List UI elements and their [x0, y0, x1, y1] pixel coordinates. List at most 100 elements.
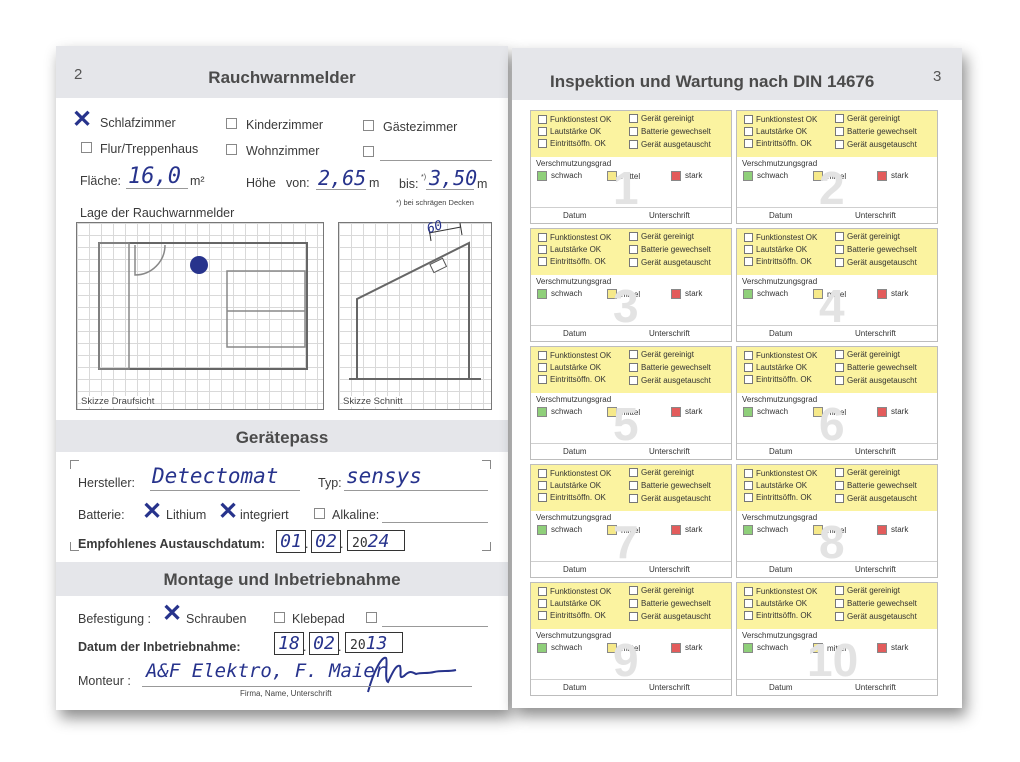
check-functional-test[interactable]: Funktionstest OK — [538, 351, 611, 360]
check-device-replaced[interactable]: Gerät ausgetauscht — [835, 494, 917, 503]
check-functional-test[interactable]: Funktionstest OK — [744, 233, 817, 242]
level-light-checkbox[interactable] — [537, 643, 547, 653]
inspection-card[interactable]: Funktionstest OK Lautstärke OK Eintrittsöf… — [736, 582, 938, 696]
level-heavy-checkbox[interactable] — [671, 407, 681, 417]
check-volume[interactable]: Lautstärke OK — [538, 481, 601, 490]
room-checkbox[interactable] — [363, 120, 374, 131]
check-volume[interactable]: Lautstärke OK — [744, 599, 807, 608]
check-functional-test[interactable]: Funktionstest OK — [538, 233, 611, 242]
check-battery-changed[interactable]: Batterie gewechselt — [835, 127, 917, 136]
check-device-replaced[interactable]: Gerät ausgetauscht — [629, 140, 711, 149]
check-entry-openings[interactable]: Eintrittsöffn. OK — [744, 611, 812, 620]
inspection-card[interactable]: Funktionstest OK Lautstärke OK Eintrittsöf… — [736, 228, 938, 342]
level-medium-checkbox[interactable] — [607, 525, 617, 535]
check-battery-changed[interactable]: Batterie gewechselt — [629, 363, 711, 372]
level-heavy-checkbox[interactable] — [671, 171, 681, 181]
commissioning-year-box[interactable]: 2013 — [345, 632, 403, 654]
check-entry-openings[interactable]: Eintrittsöffn. OK — [538, 375, 606, 384]
inspection-card[interactable]: Funktionstest OK Lautstärke OK Eintrittsöf… — [736, 110, 938, 224]
level-heavy-checkbox[interactable] — [671, 525, 681, 535]
check-entry-openings[interactable]: Eintrittsöffn. OK — [744, 493, 812, 502]
level-medium-checkbox[interactable] — [607, 407, 617, 417]
level-heavy-checkbox[interactable] — [877, 407, 887, 417]
check-device-replaced[interactable]: Gerät ausgetauscht — [629, 376, 711, 385]
check-volume[interactable]: Lautstärke OK — [744, 127, 807, 136]
check-volume[interactable]: Lautstärke OK — [744, 245, 807, 254]
check-functional-test[interactable]: Funktionstest OK — [538, 587, 611, 596]
sketch-top-view[interactable]: Skizze Draufsicht — [76, 222, 324, 410]
level-heavy-checkbox[interactable] — [877, 289, 887, 299]
check-entry-openings[interactable]: Eintrittsöffn. OK — [538, 139, 606, 148]
inspection-card[interactable]: Funktionstest OK Lautstärke OK Eintrittsöf… — [530, 464, 732, 578]
check-device-replaced[interactable]: Gerät ausgetauscht — [835, 140, 917, 149]
level-medium-checkbox[interactable] — [813, 525, 823, 535]
inspection-card[interactable]: Funktionstest OK Lautstärke OK Eintrittsöf… — [736, 346, 938, 460]
check-entry-openings[interactable]: Eintrittsöffn. OK — [744, 139, 812, 148]
replacement-month[interactable]: 02 — [311, 530, 341, 553]
x-check-mark[interactable]: ✕ — [142, 498, 163, 525]
check-battery-changed[interactable]: Batterie gewechselt — [629, 127, 711, 136]
x-check-mark[interactable]: ✕ — [162, 600, 183, 627]
check-cleaned[interactable]: Gerät gereinigt — [835, 468, 900, 477]
check-entry-openings[interactable]: Eintrittsöffn. OK — [744, 257, 812, 266]
check-cleaned[interactable]: Gerät gereinigt — [629, 350, 694, 359]
check-battery-changed[interactable]: Batterie gewechselt — [629, 481, 711, 490]
check-device-replaced[interactable]: Gerät ausgetauscht — [835, 258, 917, 267]
level-light-checkbox[interactable] — [743, 407, 753, 417]
installer-value[interactable]: A&F Elektro, F. Maier — [146, 660, 387, 682]
inspection-card[interactable]: Funktionstest OK Lautstärke OK Eintrittsöf… — [530, 110, 732, 224]
check-entry-openings[interactable]: Eintrittsöffn. OK — [538, 493, 606, 502]
check-volume[interactable]: Lautstärke OK — [538, 363, 601, 372]
check-functional-test[interactable]: Funktionstest OK — [744, 469, 817, 478]
check-functional-test[interactable]: Funktionstest OK — [538, 115, 611, 124]
check-volume[interactable]: Lautstärke OK — [538, 245, 601, 254]
check-cleaned[interactable]: Gerät gereinigt — [835, 114, 900, 123]
battery-checkbox[interactable] — [314, 508, 325, 519]
check-cleaned[interactable]: Gerät gereinigt — [629, 468, 694, 477]
check-volume[interactable]: Lautstärke OK — [538, 127, 601, 136]
x-check-mark[interactable]: ✕ — [218, 498, 239, 525]
check-cleaned[interactable]: Gerät gereinigt — [629, 232, 694, 241]
area-value[interactable]: 16,0 — [128, 164, 181, 189]
replacement-year-box[interactable]: 2024 — [347, 530, 405, 552]
level-light-checkbox[interactable] — [743, 525, 753, 535]
level-medium-checkbox[interactable] — [607, 289, 617, 299]
level-medium-checkbox[interactable] — [813, 643, 823, 653]
check-device-replaced[interactable]: Gerät ausgetauscht — [835, 376, 917, 385]
room-checkbox[interactable] — [226, 118, 237, 129]
x-check-mark[interactable]: ✕ — [72, 106, 93, 133]
check-functional-test[interactable]: Funktionstest OK — [538, 469, 611, 478]
fixing-checkbox[interactable] — [366, 612, 377, 623]
level-light-checkbox[interactable] — [743, 171, 753, 181]
level-heavy-checkbox[interactable] — [877, 171, 887, 181]
check-cleaned[interactable]: Gerät gereinigt — [835, 350, 900, 359]
level-light-checkbox[interactable] — [743, 643, 753, 653]
manufacturer-value[interactable]: Detectomat — [152, 464, 279, 488]
check-battery-changed[interactable]: Batterie gewechselt — [835, 599, 917, 608]
check-cleaned[interactable]: Gerät gereinigt — [835, 586, 900, 595]
room-checkbox[interactable] — [226, 144, 237, 155]
level-medium-checkbox[interactable] — [813, 289, 823, 299]
level-light-checkbox[interactable] — [537, 407, 547, 417]
check-battery-changed[interactable]: Batterie gewechselt — [835, 363, 917, 372]
level-medium-checkbox[interactable] — [813, 407, 823, 417]
check-functional-test[interactable]: Funktionstest OK — [744, 115, 817, 124]
check-functional-test[interactable]: Funktionstest OK — [744, 587, 817, 596]
check-entry-openings[interactable]: Eintrittsöffn. OK — [744, 375, 812, 384]
check-device-replaced[interactable]: Gerät ausgetauscht — [629, 258, 711, 267]
level-heavy-checkbox[interactable] — [877, 525, 887, 535]
commissioning-day[interactable]: 18 — [274, 632, 304, 655]
check-device-replaced[interactable]: Gerät ausgetauscht — [629, 612, 711, 621]
check-volume[interactable]: Lautstärke OK — [744, 363, 807, 372]
type-value[interactable]: sensys — [346, 464, 422, 488]
check-entry-openings[interactable]: Eintrittsöffn. OK — [538, 611, 606, 620]
level-medium-checkbox[interactable] — [607, 643, 617, 653]
check-battery-changed[interactable]: Batterie gewechselt — [835, 245, 917, 254]
level-light-checkbox[interactable] — [743, 289, 753, 299]
level-light-checkbox[interactable] — [537, 525, 547, 535]
check-cleaned[interactable]: Gerät gereinigt — [629, 586, 694, 595]
level-heavy-checkbox[interactable] — [671, 289, 681, 299]
check-functional-test[interactable]: Funktionstest OK — [744, 351, 817, 360]
